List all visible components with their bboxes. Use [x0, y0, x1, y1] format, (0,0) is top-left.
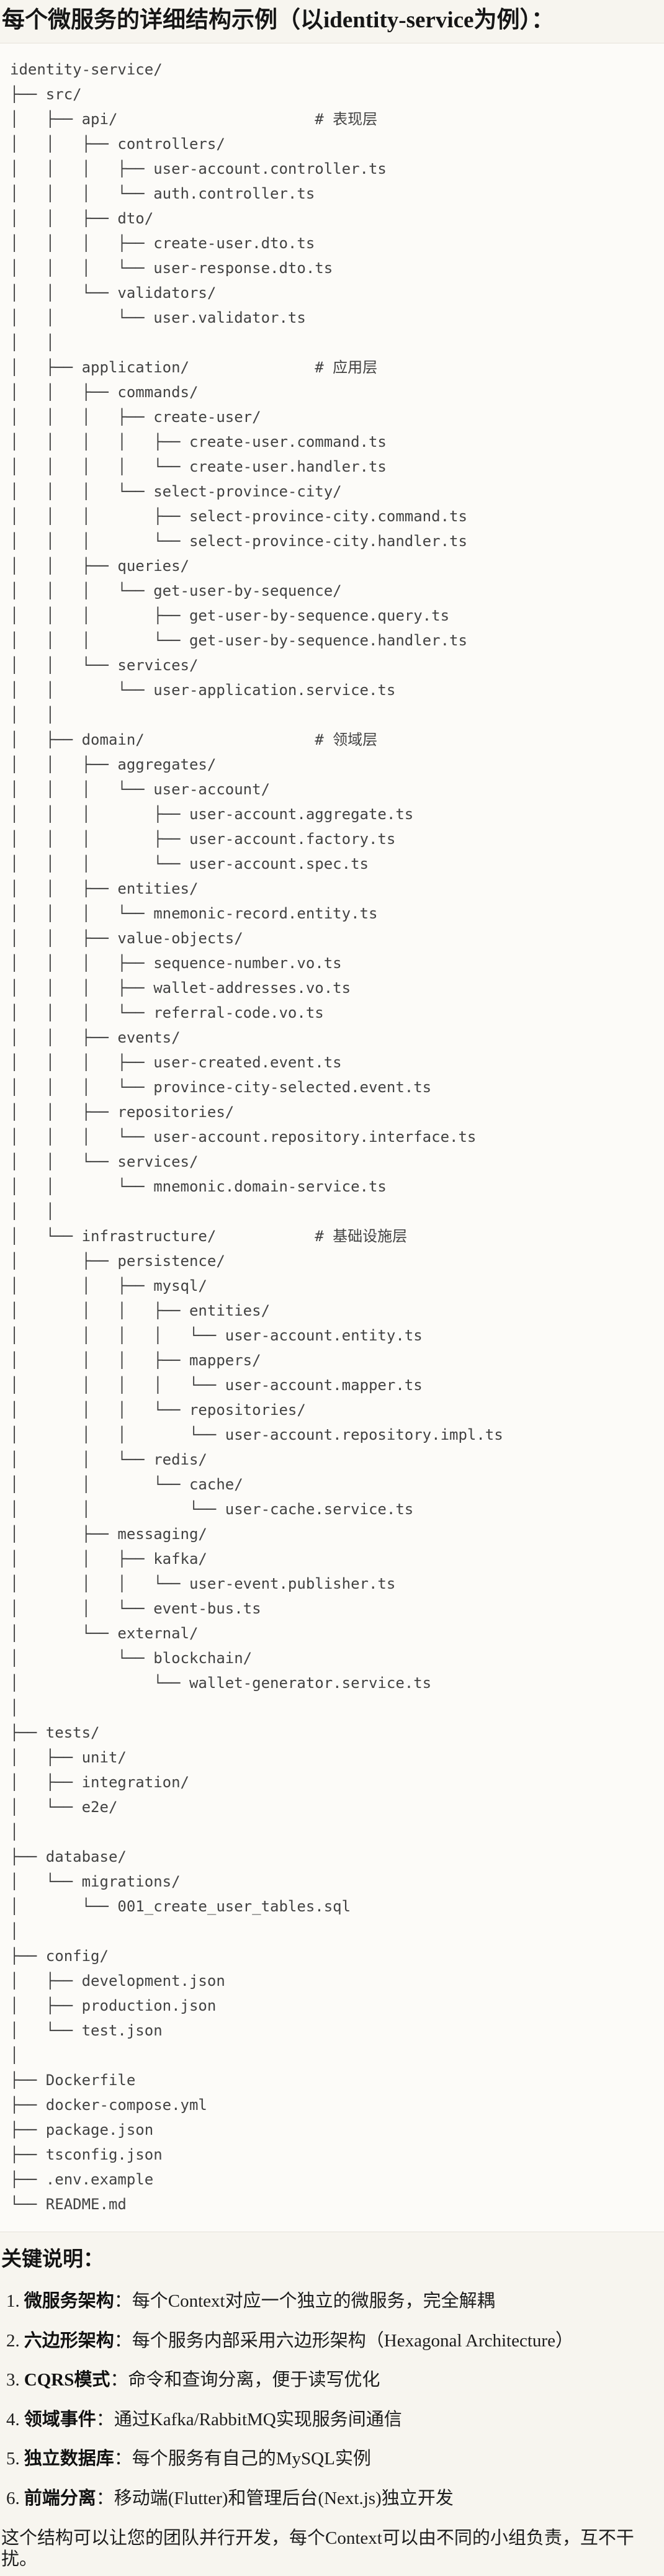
note-number: 3.	[6, 2370, 20, 2390]
note-item: 2.六边形架构：每个服务内部采用六边形架构（Hexagonal Architec…	[1, 2331, 657, 2351]
note-number: 4.	[6, 2409, 20, 2430]
note-text: ：每个服务内部采用六边形架构（Hexagonal Architecture）	[114, 2330, 573, 2351]
notes-list: 1.微服务架构：每个Context对应一个独立的微服务，完全解耦 2.六边形架构…	[1, 2291, 657, 2508]
notes-heading: 关键说明：	[1, 2248, 104, 2271]
note-item: 3.CQRS模式：命令和查询分离，便于读写优化	[1, 2370, 657, 2390]
notes-section: 关键说明： 1.微服务架构：每个Context对应一个独立的微服务，完全解耦 2…	[0, 2248, 664, 2570]
note-label: 独立数据库	[24, 2449, 114, 2469]
note-number: 1.	[6, 2291, 20, 2312]
note-text: ：每个Context对应一个独立的微服务，完全解耦	[114, 2291, 495, 2312]
file-tree-block: identity-service/ ├── src/ │ ├── api/ # …	[0, 42, 664, 2232]
notes-footer: 这个结构可以让您的团队并行开发，每个Context可以由不同的小组负责，互不干扰…	[1, 2528, 634, 2569]
note-text: ：每个服务有自己的MySQL实例	[114, 2449, 371, 2469]
note-label: 微服务架构	[24, 2291, 114, 2312]
note-text: ：命令和查询分离，便于读写优化	[110, 2370, 380, 2390]
note-label: CQRS模式	[24, 2370, 110, 2390]
file-tree-text: identity-service/ ├── src/ │ ├── api/ # …	[10, 60, 503, 2213]
note-label: 领域事件	[24, 2409, 96, 2430]
note-number: 2.	[6, 2330, 20, 2351]
note-text: ：移动端(Flutter)和管理后台(Next.js)独立开发	[96, 2488, 454, 2508]
note-text: ：通过Kafka/RabbitMQ实现服务间通信	[96, 2409, 402, 2430]
page-title: 每个微服务的详细结构示例（以identity-service为例）：	[2, 7, 554, 33]
note-number: 5.	[6, 2449, 20, 2469]
note-item: 1.微服务架构：每个Context对应一个独立的微服务，完全解耦	[1, 2291, 657, 2311]
note-label: 六边形架构	[24, 2330, 114, 2351]
note-item: 4.领域事件：通过Kafka/RabbitMQ实现服务间通信	[1, 2410, 657, 2430]
note-item: 5.独立数据库：每个服务有自己的MySQL实例	[1, 2449, 657, 2469]
note-label: 前端分离	[24, 2488, 96, 2508]
note-item: 6.前端分离：移动端(Flutter)和管理后台(Next.js)独立开发	[1, 2488, 657, 2508]
note-number: 6.	[6, 2488, 20, 2508]
